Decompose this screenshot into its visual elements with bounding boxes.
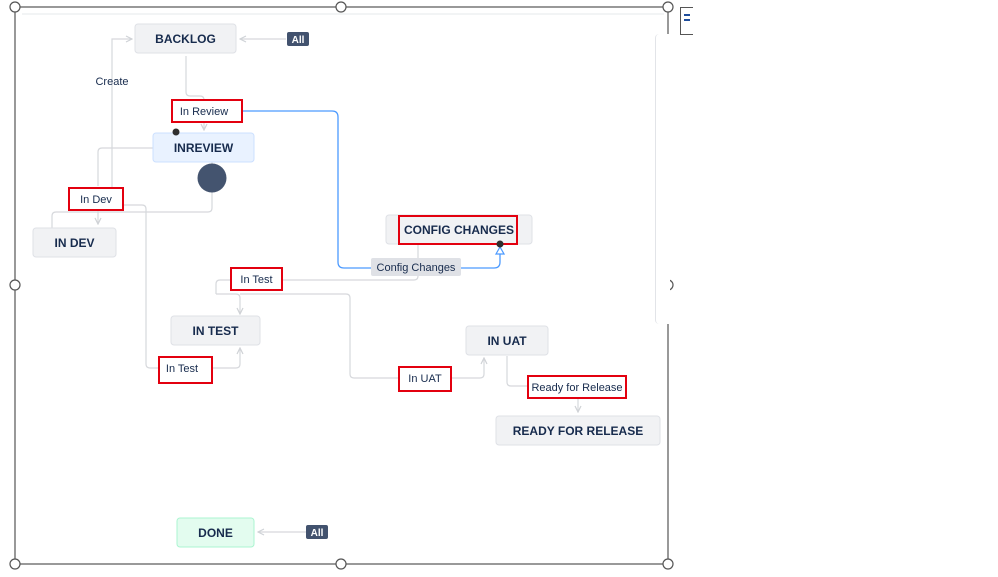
connector-intest-inuat [240, 293, 398, 379]
badge-all-top-label: All [292, 35, 305, 46]
badge-all-bottom[interactable]: All [306, 525, 328, 539]
status-in-test-label: IN TEST [192, 324, 239, 338]
connector-create [111, 39, 132, 200]
status-backlog[interactable]: BACKLOG [134, 23, 237, 54]
transition-ready-for-release[interactable]: Ready for Release [527, 375, 627, 399]
transition-config-changes[interactable]: Config Changes [371, 258, 461, 276]
status-backlog-label: BACKLOG [155, 32, 216, 46]
status-inreview[interactable]: INREVIEW [152, 132, 255, 163]
connector-inreview-indev [97, 147, 153, 186]
status-config-changes-label: CONFIG CHANGES [404, 223, 514, 237]
status-done-label: DONE [198, 526, 233, 540]
connectors [51, 39, 578, 532]
status-ready-for-release-label: READY FOR RELEASE [513, 424, 643, 438]
transition-in-review-label: In Review [180, 106, 228, 118]
transition-in-test-left-label: In Test [166, 363, 198, 375]
transition-ready-for-release-label: Ready for Release [531, 382, 622, 394]
transition-config-changes-label: Config Changes [377, 262, 456, 274]
status-in-uat[interactable]: IN UAT [465, 325, 549, 356]
badge-all-bottom-label: All [311, 528, 324, 539]
status-in-dev-label: IN DEV [54, 236, 94, 250]
connector-config-intest [282, 244, 419, 281]
connector-indev-intest [124, 204, 158, 369]
resize-handle-icon[interactable] [335, 1, 347, 13]
connector-inreview-config-selected[interactable] [242, 110, 500, 269]
status-in-dev[interactable]: IN DEV [32, 227, 117, 258]
status-config-changes[interactable]: CONFIG CHANGES [385, 214, 533, 245]
side-panel-edge [655, 34, 670, 324]
transition-in-dev[interactable]: In Dev [68, 187, 124, 211]
transition-in-test-top[interactable]: In Test [230, 267, 283, 291]
resize-handle-icon[interactable] [9, 1, 21, 13]
status-inreview-label: INREVIEW [174, 141, 234, 155]
transition-in-test-left[interactable]: In Test [158, 356, 213, 384]
resize-handle-icon[interactable] [9, 279, 21, 291]
transition-in-uat[interactable]: In UAT [398, 366, 452, 392]
transition-in-test-top-label: In Test [240, 274, 272, 286]
resize-handle-icon[interactable] [335, 558, 347, 570]
annotation-config-changes [398, 215, 518, 245]
transition-in-uat-label: In UAT [408, 373, 442, 385]
status-in-test[interactable]: IN TEST [170, 315, 261, 346]
connector-inuat-ready [506, 356, 527, 387]
connector-inuat-status [452, 358, 484, 379]
badge-all-top[interactable]: All [287, 32, 309, 46]
connector-intest-top [215, 279, 240, 314]
resize-handle-icon[interactable] [662, 558, 674, 570]
connector-inreview-bottom [51, 162, 213, 228]
connector-intest-left [212, 348, 240, 369]
connection-point-icon[interactable] [496, 240, 504, 248]
transition-create-label[interactable]: Create [95, 76, 128, 88]
doc-icon[interactable] [680, 7, 693, 35]
status-done[interactable]: DONE [176, 517, 255, 548]
resize-handle-icon[interactable] [662, 1, 674, 13]
connection-point-icon[interactable] [172, 128, 180, 136]
transition-in-dev-label: In Dev [80, 194, 112, 206]
transition-in-review[interactable]: In Review [171, 99, 243, 123]
drag-handle-icon[interactable] [197, 163, 227, 193]
resize-handle-icon[interactable] [9, 558, 21, 570]
status-in-uat-label: IN UAT [487, 334, 527, 348]
connector-backlog-inreview [185, 56, 204, 130]
image-selection-frame[interactable] [14, 6, 669, 565]
status-ready-for-release[interactable]: READY FOR RELEASE [495, 415, 661, 446]
